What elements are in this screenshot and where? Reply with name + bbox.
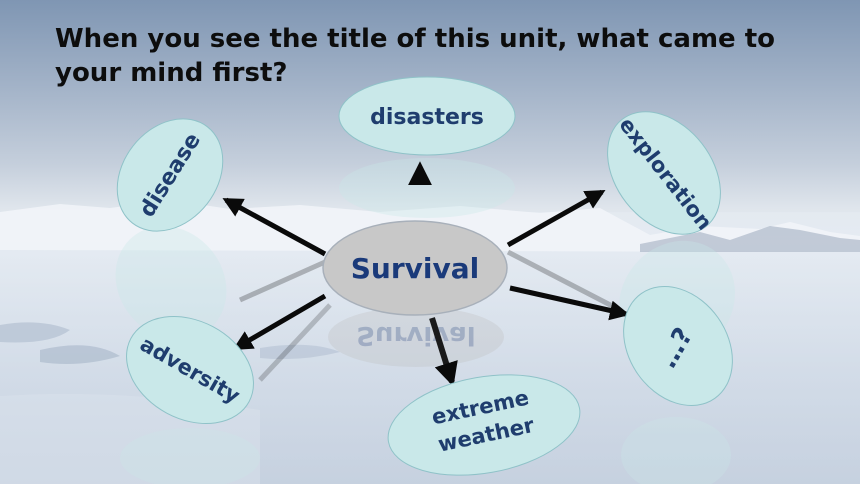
reflections: Survival <box>115 158 735 484</box>
adversity-arrow-reflection <box>258 303 332 382</box>
node-exploration: exploration <box>607 111 721 235</box>
adversity-oval <box>126 316 254 424</box>
arrow-to-exploration <box>506 189 606 248</box>
node-disease: disease <box>116 118 224 232</box>
arrow-to-disease <box>222 197 327 257</box>
node-extreme-weather: extreme weather <box>387 374 581 476</box>
center-label: Survival <box>351 252 480 285</box>
node-unknown: …? <box>623 286 733 406</box>
extreme-weather-oval <box>387 374 581 476</box>
arrow-to-unknown <box>509 285 630 321</box>
disasters-reflection <box>339 158 515 218</box>
unknown-reflection <box>621 417 731 484</box>
slide-question: When you see the title of this unit, wha… <box>55 24 776 88</box>
arrow-to-extreme-weather <box>429 317 458 387</box>
exploration-arrow-reflection <box>506 249 622 313</box>
center-reflection-text: Survival <box>356 320 475 350</box>
center-node: Survival <box>322 220 508 316</box>
disasters-label: disasters <box>370 105 484 130</box>
disease-arrow-reflection <box>238 259 327 303</box>
node-disasters: disasters <box>338 76 516 156</box>
disease-reflection <box>115 226 227 340</box>
disasters-oval <box>338 76 516 156</box>
adversity-reflection <box>120 428 260 484</box>
arrow-to-adversity <box>232 293 327 351</box>
exploration-oval <box>607 111 721 235</box>
disease-oval <box>116 118 224 232</box>
arrows <box>222 161 630 387</box>
node-adversity: adversity <box>126 316 254 424</box>
center-oval <box>322 220 508 316</box>
unknown-oval <box>623 286 733 406</box>
center-reflection <box>328 307 504 367</box>
